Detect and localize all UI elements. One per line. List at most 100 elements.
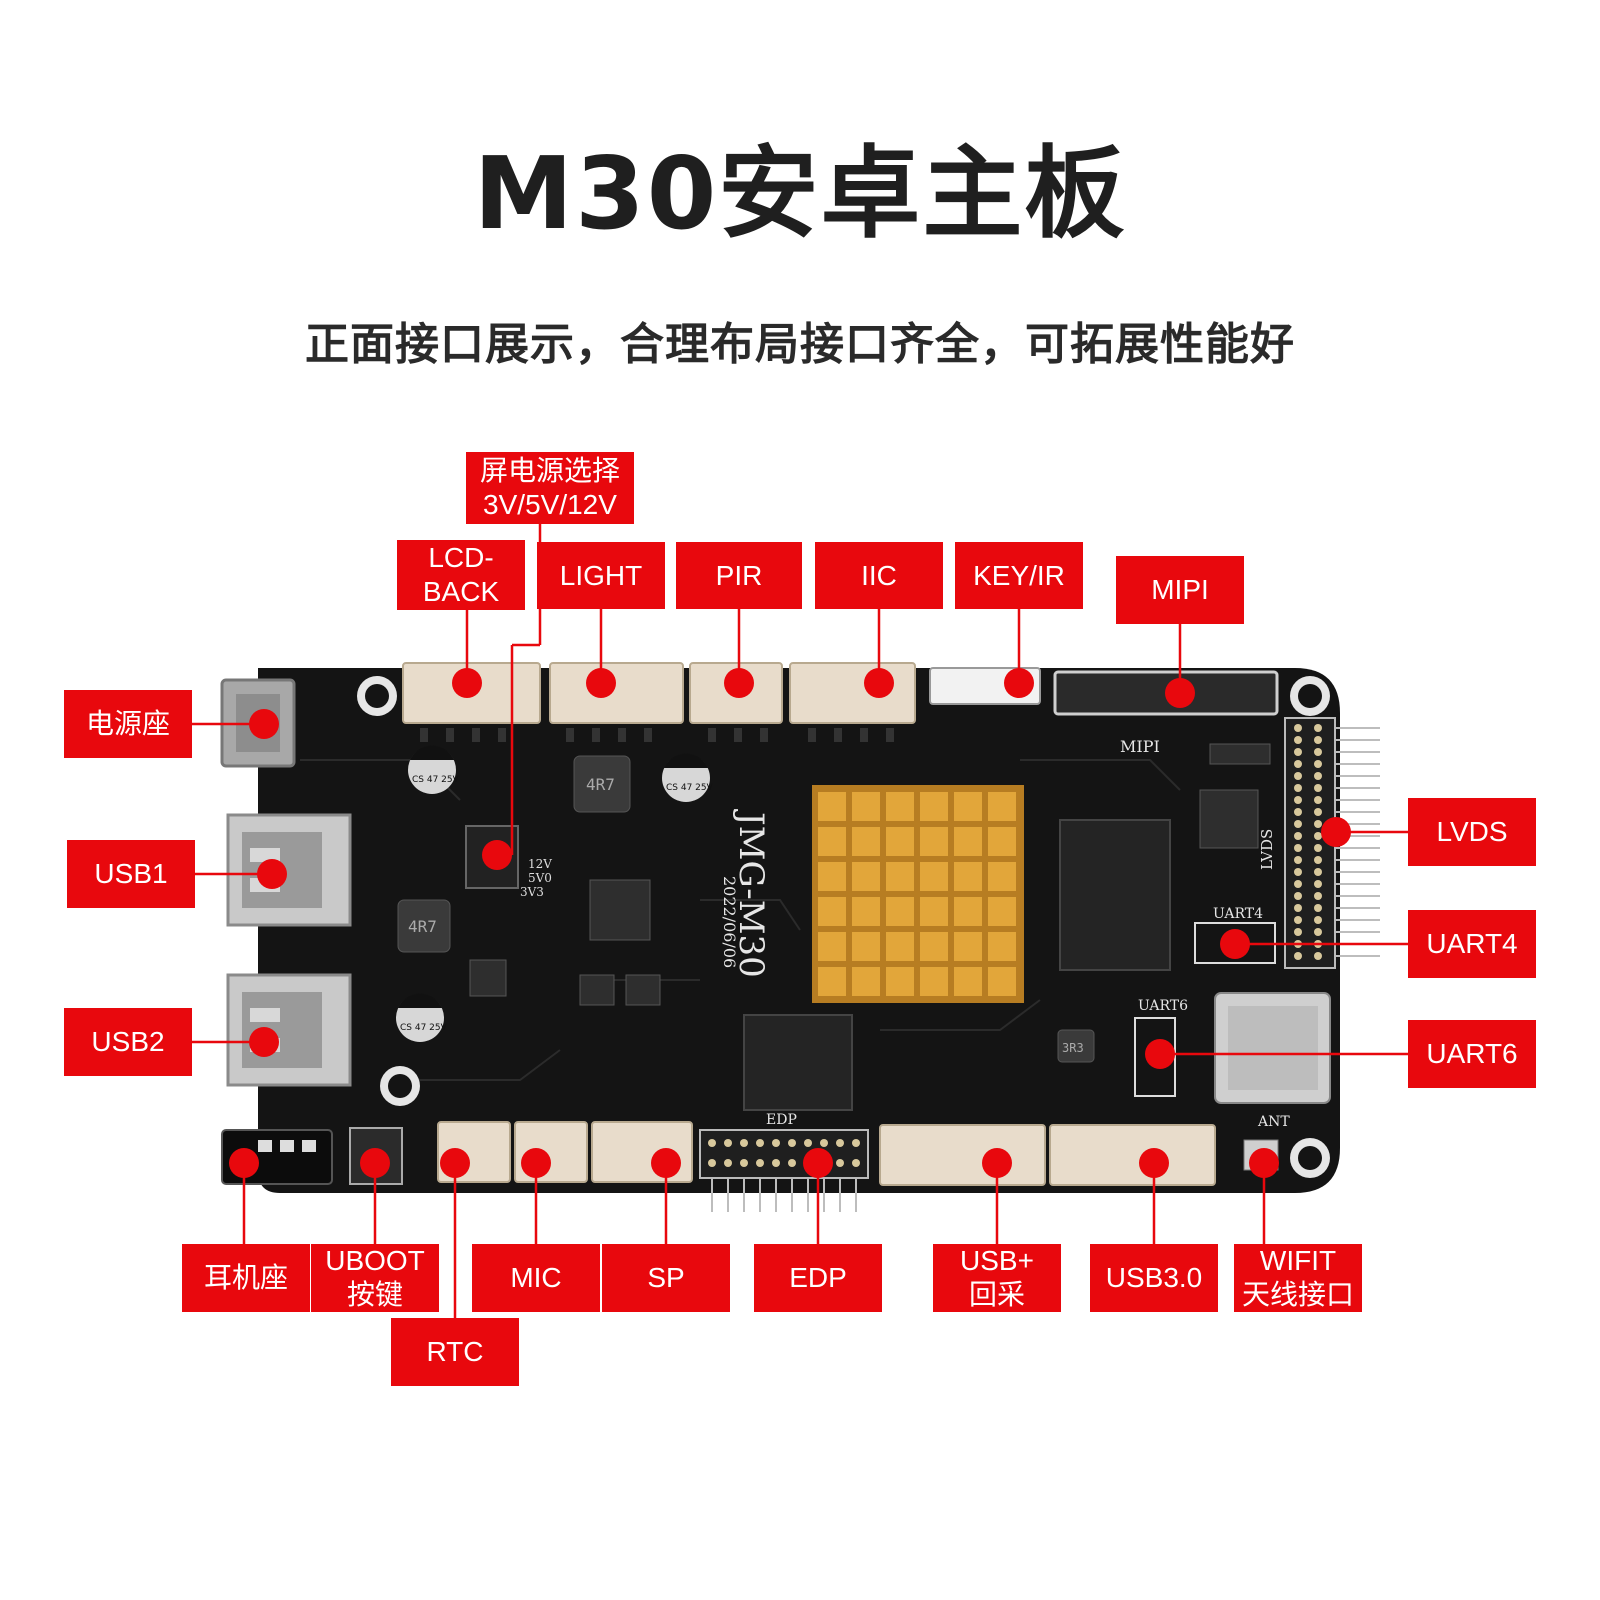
edp-header xyxy=(699,1129,869,1212)
usb2-port xyxy=(226,973,352,1087)
label-screen-power: 屏电源选择 3V/5V/12V xyxy=(466,452,634,524)
heatsink-fin xyxy=(988,862,1016,891)
label-uart4: UART4 xyxy=(1408,910,1536,978)
svg-text:ANT: ANT xyxy=(1257,1114,1290,1130)
label-pir: PIR xyxy=(676,542,802,609)
label-power: 电源座 xyxy=(64,690,192,758)
callout-dot xyxy=(864,668,894,698)
label-rtc: RTC xyxy=(391,1318,519,1386)
callout-dot xyxy=(651,1148,681,1178)
heatsink-fin xyxy=(886,932,914,961)
label-mipi: MIPI xyxy=(1116,556,1244,624)
heatsink-fin xyxy=(818,932,846,961)
callout-dot xyxy=(360,1148,390,1178)
heatsink-fin xyxy=(818,862,846,891)
uart6-header xyxy=(1134,1017,1176,1097)
heatsink-fin xyxy=(886,862,914,891)
callout-dot xyxy=(1145,1039,1175,1069)
svg-text:CS 47 25V: CS 47 25V xyxy=(666,783,714,793)
callout-dot xyxy=(1321,817,1351,847)
svg-text:CS 47 25V: CS 47 25V xyxy=(400,1023,448,1033)
heatsink-fin xyxy=(988,897,1016,926)
capacitor: CS 47 25V xyxy=(408,745,460,794)
callout-dot xyxy=(1139,1148,1169,1178)
heatsink-fin xyxy=(886,792,914,821)
label-wifi: WIFIT 天线接口 xyxy=(1234,1244,1362,1312)
mounting-hole xyxy=(1290,676,1330,716)
heatsink-fin xyxy=(852,862,880,891)
heatsink-fin xyxy=(818,792,846,821)
label-mic: MIC xyxy=(472,1244,600,1312)
heatsink-fin xyxy=(818,967,846,996)
usb1-port xyxy=(226,813,352,927)
svg-text:3V3: 3V3 xyxy=(520,885,544,899)
callout-dot xyxy=(521,1148,551,1178)
heatsink-fin xyxy=(920,932,948,961)
heatsink-fin xyxy=(886,897,914,926)
capacitor: CS 47 25V xyxy=(662,753,714,802)
callout-dot xyxy=(724,668,754,698)
svg-text:EDP: EDP xyxy=(766,1112,797,1128)
mipi-silkscreen: MIPI xyxy=(1120,737,1160,756)
lvds-silkscreen: LVDS xyxy=(1258,829,1276,870)
label-usb1: USB1 xyxy=(67,840,195,908)
callout-dot xyxy=(249,1027,279,1057)
callout-dot xyxy=(982,1148,1012,1178)
heatsink-fin xyxy=(988,967,1016,996)
svg-text:UART6: UART6 xyxy=(1138,998,1188,1014)
heatsink-fin xyxy=(886,967,914,996)
label-usb2: USB2 xyxy=(64,1008,192,1076)
svg-text:4R7: 4R7 xyxy=(586,775,615,794)
heatsink-fin xyxy=(852,932,880,961)
heatsink-fin xyxy=(954,967,982,996)
heatsink-fin xyxy=(920,967,948,996)
callout-dot xyxy=(229,1148,259,1178)
iic-connector xyxy=(789,662,916,724)
usb3-connector xyxy=(1049,1124,1216,1186)
usb-capture-connector xyxy=(879,1124,1046,1186)
mounting-hole xyxy=(380,1066,420,1106)
heatsink-fin xyxy=(852,897,880,926)
callout-dot xyxy=(257,859,287,889)
callout-dot xyxy=(482,840,512,870)
page-title: M30安卓主板 xyxy=(473,135,1127,252)
callout-dot xyxy=(1004,668,1034,698)
heatsink-fin xyxy=(988,932,1016,961)
label-uart6: UART6 xyxy=(1408,1020,1536,1088)
heatsink-fin xyxy=(818,827,846,856)
label-sp: SP xyxy=(602,1244,730,1312)
capacitor: CS 47 25V xyxy=(396,993,448,1042)
inductor: 4R7 xyxy=(397,899,451,953)
label-lvds: LVDS xyxy=(1408,798,1536,866)
heatsink-fin xyxy=(954,897,982,926)
svg-text:UART4: UART4 xyxy=(1213,906,1263,922)
board-model: JMG-M30 xyxy=(731,809,771,978)
page-subtitle: 正面接口展示，合理布局接口齐全，可拓展性能好 xyxy=(305,319,1295,370)
emmc-chip xyxy=(743,1014,853,1111)
svg-text:4R7: 4R7 xyxy=(408,917,437,936)
callout-dot xyxy=(249,709,279,739)
inductor: 4R7 xyxy=(573,755,631,813)
heatsink-fin xyxy=(954,792,982,821)
callout-dot xyxy=(803,1148,833,1178)
heatsink-fin xyxy=(954,827,982,856)
heatsink-fin xyxy=(988,792,1016,821)
callout-dot xyxy=(1220,929,1250,959)
label-lcd-back: LCD- BACK xyxy=(397,540,525,610)
heatsink-fin xyxy=(818,897,846,926)
callout-dot xyxy=(1249,1148,1279,1178)
heatsink-fin xyxy=(988,827,1016,856)
label-light: LIGHT xyxy=(537,542,665,609)
memory-chip xyxy=(1059,819,1171,971)
label-usb3: USB3.0 xyxy=(1090,1244,1218,1312)
heatsink-fin xyxy=(954,932,982,961)
mounting-hole xyxy=(357,676,397,716)
heatsink-fin xyxy=(852,792,880,821)
heatsink-fin xyxy=(886,827,914,856)
label-usb-capture: USB+ 回采 xyxy=(933,1244,1061,1312)
callout-dot xyxy=(440,1148,470,1178)
heatsink-fin xyxy=(920,897,948,926)
callout-dot xyxy=(586,668,616,698)
heatsink xyxy=(812,785,1024,1003)
label-edp: EDP xyxy=(754,1244,882,1312)
